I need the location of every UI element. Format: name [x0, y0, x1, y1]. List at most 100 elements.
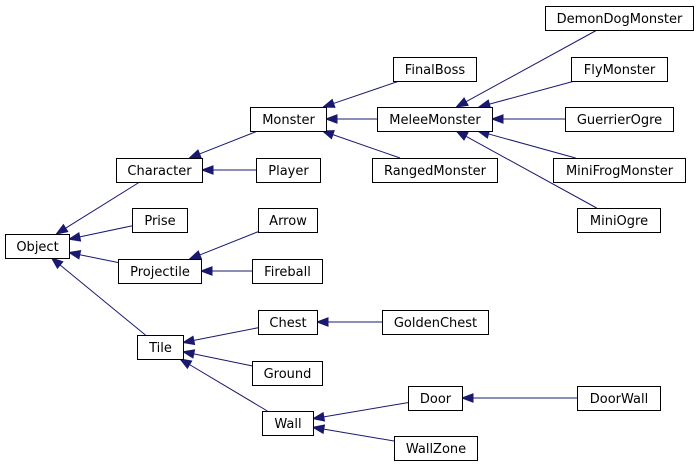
inheritance-arrowhead-icon — [460, 393, 474, 403]
inheritance-arrowhead-icon — [67, 231, 82, 242]
class-node-wallzone[interactable]: WallZone — [394, 436, 478, 461]
inheritance-arrowhead-icon — [324, 114, 338, 124]
inheritance-edge-flymonster-to-meleemonster — [477, 80, 575, 109]
inheritance-edge-guerrierogre-to-meleemonster — [490, 114, 565, 124]
edge-line — [323, 402, 409, 418]
inheritance-arrowhead-icon — [178, 358, 193, 370]
inheritance-edge-wallzone-to-wall — [311, 424, 395, 442]
inheritance-arrowhead-icon — [490, 114, 504, 124]
class-label: WallZone — [406, 442, 466, 457]
class-label: FlyMonster — [584, 63, 656, 78]
edge-line — [465, 135, 597, 209]
inheritance-edge-minifrogmonster-to-meleemonster — [476, 129, 576, 159]
class-node-chest[interactable]: Chest — [258, 310, 318, 335]
class-box — [5, 234, 70, 259]
class-node-fireball[interactable]: Fireball — [252, 259, 323, 284]
class-label: MiniFrogMonster — [566, 164, 674, 179]
class-box — [116, 158, 203, 183]
class-node-player[interactable]: Player — [256, 158, 321, 183]
inheritance-arrowhead-icon — [315, 317, 329, 327]
class-box — [252, 361, 323, 386]
inheritance-arrowhead-icon — [188, 149, 202, 159]
class-box — [394, 436, 478, 461]
inheritance-arrowhead-icon — [311, 424, 326, 435]
edge-line — [199, 231, 259, 256]
inheritance-edge-prise-to-object — [67, 225, 133, 242]
class-node-miniogre[interactable]: MiniOgre — [577, 208, 661, 233]
inheritance-arrowhead-icon — [321, 130, 335, 140]
inheritance-arrowhead-icon — [181, 335, 196, 346]
class-node-door[interactable]: Door — [408, 386, 463, 411]
class-node-goldenchest[interactable]: GoldenChest — [382, 310, 489, 335]
class-label: Tile — [148, 341, 172, 356]
class-node-finalboss[interactable]: FinalBoss — [393, 57, 477, 82]
edges-layer — [50, 29, 598, 442]
inheritance-edge-projectile-to-object — [67, 249, 119, 264]
class-node-guerrierogre[interactable]: GuerrierOgre — [565, 107, 674, 132]
class-label: GuerrierOgre — [577, 113, 662, 128]
inheritance-edge-rangedmonster-to-monster — [321, 130, 401, 159]
edge-line — [79, 254, 119, 264]
edge-line — [333, 80, 400, 104]
edge-line — [199, 130, 258, 155]
inheritance-edge-meleemonster-to-monster — [324, 114, 377, 124]
class-node-rangedmonster[interactable]: RangedMonster — [372, 158, 498, 183]
class-node-minifrogmonster[interactable]: MiniFrogMonster — [553, 158, 686, 183]
class-box — [382, 310, 489, 335]
class-box — [258, 310, 318, 335]
inheritance-arrowhead-icon — [188, 250, 203, 260]
inheritance-edge-chest-to-tile — [181, 327, 259, 346]
class-box — [565, 107, 674, 132]
inheritance-arrowhead-icon — [321, 98, 336, 108]
class-node-tile[interactable]: Tile — [137, 335, 184, 360]
class-label: Object — [16, 240, 58, 255]
inheritance-arrowhead-icon — [455, 97, 469, 108]
inheritance-arrowhead-icon — [50, 257, 64, 270]
inheritance-arrowhead-icon — [455, 130, 469, 141]
class-box — [393, 57, 477, 82]
class-label: MeleeMonster — [389, 113, 481, 128]
class-node-ground[interactable]: Ground — [252, 361, 323, 386]
class-node-prise[interactable]: Prise — [132, 208, 188, 233]
edge-line — [79, 225, 133, 238]
class-node-meleemonster[interactable]: MeleeMonster — [377, 107, 493, 132]
class-label: Monster — [262, 113, 315, 128]
class-box — [577, 386, 661, 411]
class-node-projectile[interactable]: Projectile — [118, 259, 202, 284]
edge-line — [193, 327, 259, 341]
class-label: Player — [268, 164, 309, 179]
edge-line — [193, 353, 253, 367]
inheritance-edge-finalboss-to-monster — [321, 80, 400, 108]
class-label: DoorWall — [590, 392, 648, 407]
class-node-object[interactable]: Object — [5, 234, 70, 259]
inheritance-edge-goldenchest-to-chest — [315, 317, 382, 327]
class-node-demondogmonster[interactable]: DemonDogMonster — [545, 6, 694, 31]
class-label: Prise — [144, 214, 175, 229]
class-node-doorwall[interactable]: DoorWall — [577, 386, 661, 411]
inheritance-edge-fireball-to-projectile — [199, 266, 252, 276]
edge-line — [65, 181, 141, 229]
class-node-monster[interactable]: Monster — [250, 107, 327, 132]
inheritance-edge-doorwall-to-door — [460, 393, 577, 403]
edge-line — [488, 133, 576, 159]
class-box — [545, 6, 694, 31]
edge-line — [189, 364, 268, 412]
inheritance-edge-ground-to-tile — [181, 349, 253, 367]
class-node-flymonster[interactable]: FlyMonster — [571, 57, 668, 82]
class-node-wall[interactable]: Wall — [262, 411, 314, 436]
class-box — [408, 386, 463, 411]
class-label: Door — [420, 392, 452, 407]
edge-line — [59, 264, 146, 336]
class-node-character[interactable]: Character — [116, 158, 203, 183]
inheritance-arrowhead-icon — [199, 266, 213, 276]
class-box — [118, 259, 202, 284]
class-label: MiniOgre — [590, 214, 648, 229]
class-node-arrow[interactable]: Arrow — [258, 208, 318, 233]
inheritance-arrowhead-icon — [477, 99, 492, 109]
inheritance-edge-monster-to-character — [188, 130, 258, 159]
class-label: Ground — [264, 367, 312, 382]
inheritance-edge-player-to-character — [200, 165, 256, 175]
inheritance-edge-door-to-wall — [311, 402, 409, 422]
